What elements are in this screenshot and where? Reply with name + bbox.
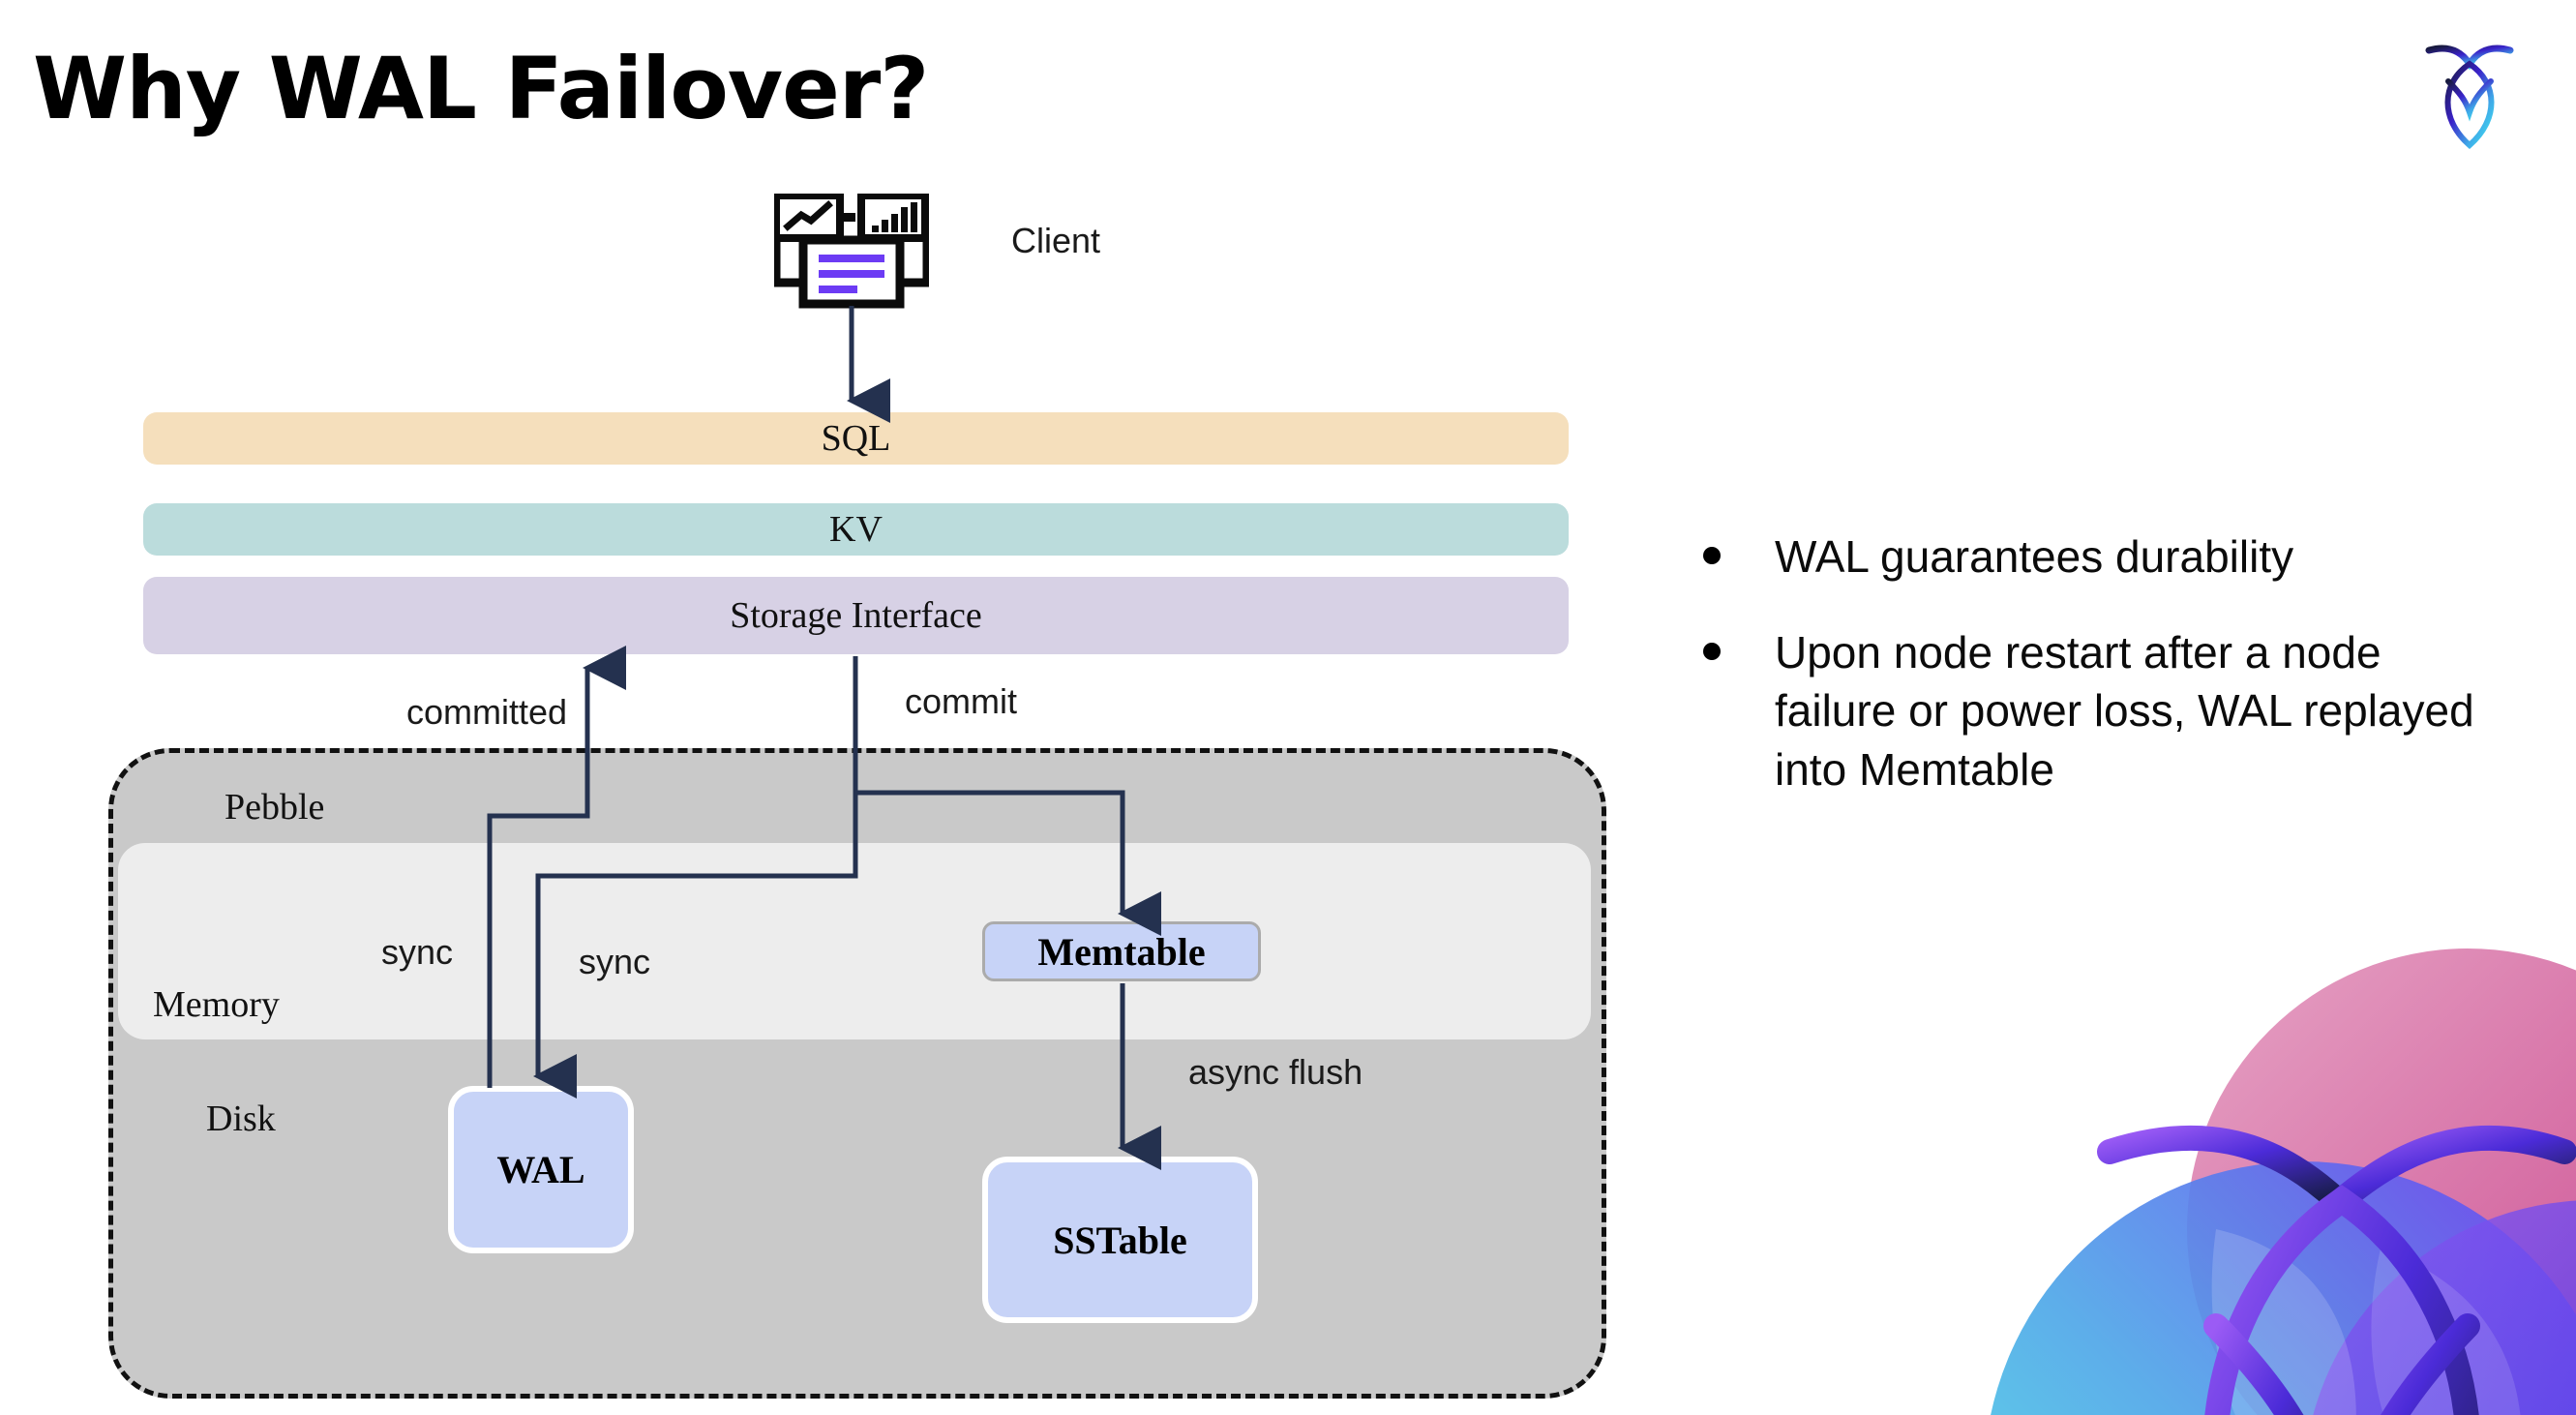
client-dashboard-icon <box>771 192 932 310</box>
node-memtable: Memtable <box>982 921 1261 981</box>
page-title: Why WAL Failover? <box>33 39 929 138</box>
bullet-text: WAL guarantees durability <box>1775 531 2294 582</box>
edge-label-committed: committed <box>406 692 568 732</box>
list-item: Upon node restart after a node failure o… <box>1703 623 2506 799</box>
stack-bar-sql-label: SQL <box>821 418 891 459</box>
client-label: Client <box>1011 221 1101 260</box>
node-wal-label: WAL <box>496 1148 585 1191</box>
stack-bar-storage-interface: Storage Interface <box>143 577 1569 654</box>
bullet-dot-icon <box>1703 547 1721 564</box>
memory-label: Memory <box>153 984 280 1025</box>
node-sstable-label: SSTable <box>1053 1218 1187 1262</box>
bullet-list: WAL guarantees durability Upon node rest… <box>1703 527 2506 836</box>
bullet-text: Upon node restart after a node failure o… <box>1775 626 2474 796</box>
list-item: WAL guarantees durability <box>1703 527 2506 587</box>
cockroach-labs-watermark-icon <box>1926 910 2576 1415</box>
edge-label-commit: commit <box>905 681 1017 721</box>
bullet-dot-icon <box>1703 642 1721 660</box>
stack-bar-storage-interface-label: Storage Interface <box>730 595 982 636</box>
node-memtable-label: Memtable <box>1037 929 1206 974</box>
edge-label-sync-right: sync <box>579 942 651 981</box>
stack-bar-sql: SQL <box>143 412 1569 465</box>
edge-label-sync-left: sync <box>381 932 454 972</box>
disk-label: Disk <box>206 1099 276 1139</box>
memory-region <box>118 843 1591 1039</box>
node-sstable: SSTable <box>982 1157 1258 1323</box>
edge-label-async-flush: async flush <box>1188 1052 1363 1092</box>
cockroach-labs-logo-icon <box>2411 27 2528 153</box>
node-wal: WAL <box>448 1086 634 1253</box>
pebble-label: Pebble <box>225 787 325 828</box>
stack-bar-kv: KV <box>143 503 1569 556</box>
stack-bar-kv-label: KV <box>829 509 883 550</box>
